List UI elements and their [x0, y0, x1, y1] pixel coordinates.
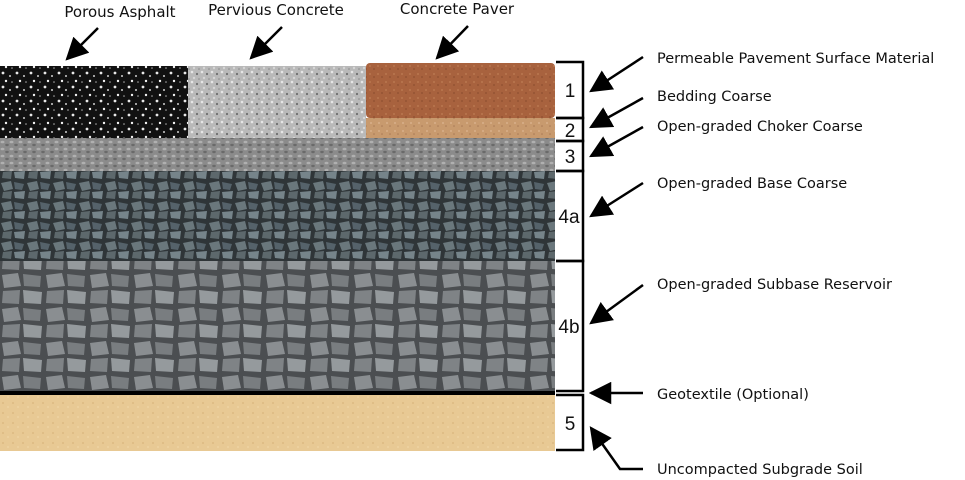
label-bedding: Bedding Coarse: [657, 89, 772, 105]
layer-pervious-concrete: [188, 66, 366, 138]
layer-choker: [0, 138, 555, 171]
arrow-choker: [589, 125, 644, 158]
arrow-concrete-paver: [435, 25, 469, 60]
label-concrete-paver: Concrete Paver: [400, 0, 515, 18]
layer-concrete-paver: [366, 63, 555, 118]
layer-subgrade: [0, 395, 555, 451]
layer-brackets: [556, 60, 585, 452]
layer-number-2: 2: [565, 121, 576, 142]
arrow-subgrade: [589, 426, 643, 471]
layer-number-4a: 4a: [558, 207, 580, 228]
label-pervious-concrete: Pervious Concrete: [208, 1, 344, 19]
layer-number-4b: 4b: [558, 317, 579, 338]
layer-geotextile: [0, 391, 555, 395]
layer-number-5: 5: [565, 414, 576, 435]
layer-porous-asphalt: [0, 66, 188, 138]
label-subgrade: Uncompacted Subgrade Soil: [657, 462, 863, 478]
arrow-base: [589, 181, 644, 218]
label-geotextile: Geotextile (Optional): [657, 387, 809, 403]
arrow-surface: [589, 55, 644, 93]
label-surface: Permeable Pavement Surface Material: [657, 51, 934, 67]
layer-subbase: [0, 261, 555, 391]
layer-base: [0, 171, 555, 261]
top-arrows: [65, 25, 469, 61]
label-porous-asphalt: Porous Asphalt: [64, 3, 175, 21]
arrow-bedding: [589, 96, 644, 129]
label-choker: Open-graded Choker Coarse: [657, 119, 863, 135]
layer-bedding: [366, 118, 555, 140]
arrow-pervious-concrete: [249, 26, 283, 60]
arrow-porous-asphalt: [65, 27, 99, 61]
layer-number-3: 3: [565, 147, 576, 168]
layer-number-1: 1: [565, 81, 576, 102]
label-base: Open-graded Base Coarse: [657, 176, 847, 192]
arrow-subbase: [589, 283, 644, 325]
side-arrows: [588, 55, 644, 471]
label-subbase: Open-graded Subbase Reservoir: [657, 277, 892, 293]
